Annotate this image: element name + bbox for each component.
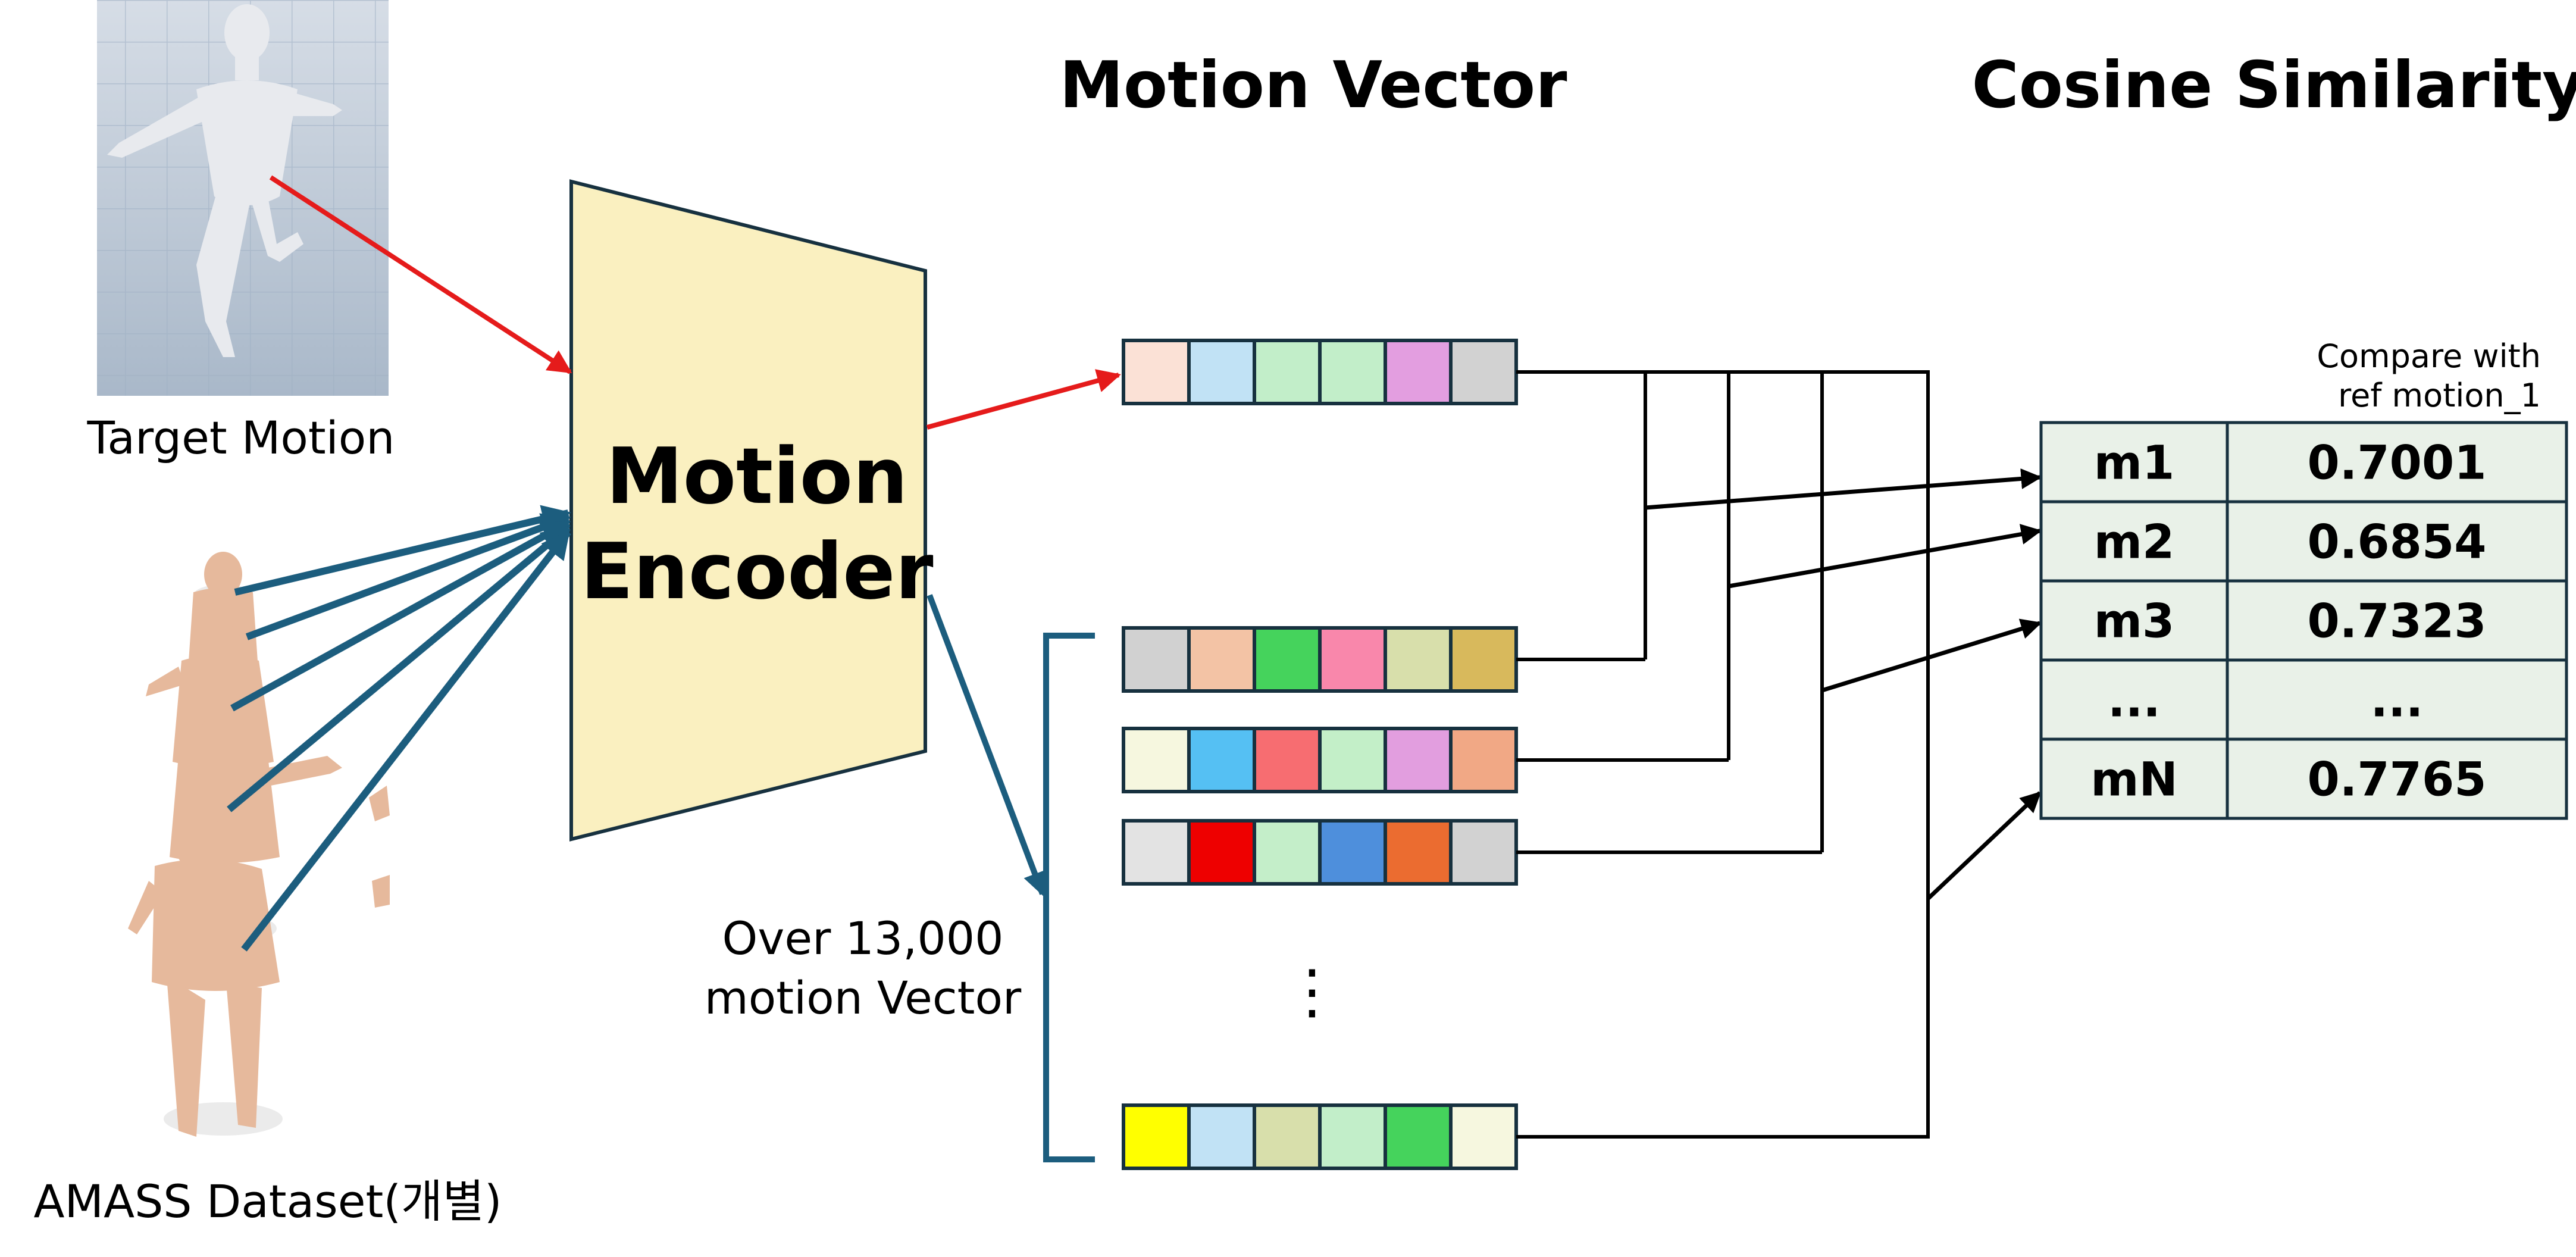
vector-ellipsis: ⋮ <box>1282 956 1342 1026</box>
similarity-row: m1 0.7001 <box>2039 421 2568 504</box>
similarity-value: 0.7323 <box>2308 595 2487 649</box>
cosine-similarity-title: Cosine Similarity <box>1971 48 2576 123</box>
motion-vector-3 <box>1122 819 1518 886</box>
similarity-name: m3 <box>2094 595 2175 649</box>
target-to-encoder-arrow <box>269 175 572 374</box>
vector-cell <box>1187 1103 1256 1170</box>
target-motion-image <box>97 0 389 396</box>
target-figure <box>107 4 342 357</box>
motion-vector-2 <box>1122 727 1518 793</box>
vector-cell <box>1384 339 1453 405</box>
similarity-name: ... <box>2108 674 2161 728</box>
similarity-value-cell <box>2226 737 2568 820</box>
compare-note-line1: Compare with <box>2317 337 2541 375</box>
similarity-value: ... <box>2371 674 2424 728</box>
over-label-line2: motion Vector <box>705 971 1022 1024</box>
vector-cell <box>1318 1103 1387 1170</box>
similarity-row: ...... <box>2039 658 2568 741</box>
similarity-row: mN 0.7765 <box>2039 737 2568 820</box>
vector-cell <box>1449 819 1518 886</box>
vector-cell <box>1122 1103 1191 1170</box>
similarity-row: m3 0.7323 <box>2039 579 2568 662</box>
similarity-value-cell <box>2226 579 2568 662</box>
vector-cell <box>1253 819 1322 886</box>
target-motion-label: Target Motion <box>87 411 395 464</box>
vector-cell <box>1253 626 1322 693</box>
similarity-table: m1 0.7001 m2 0.6854 m3 0.7323...... mN 0.7765 <box>2039 421 2568 820</box>
vector-cell <box>1187 727 1256 793</box>
vector-cell <box>1253 339 1322 405</box>
encoder-to-target-vector-arrow <box>926 369 1121 430</box>
motion-vector-title: Motion Vector <box>1059 48 1567 123</box>
vector-cell <box>1449 1103 1518 1170</box>
similarity-name: m1 <box>2094 437 2175 490</box>
similarity-name-cell <box>2039 658 2229 741</box>
vector-cell <box>1122 727 1191 793</box>
vector-cell <box>1122 819 1191 886</box>
vector-cell <box>1122 626 1191 693</box>
connector-lines <box>1516 370 1930 1139</box>
vector-cell <box>1449 339 1518 405</box>
motion-vector-4 <box>1122 1103 1518 1170</box>
dataset-image <box>128 552 390 1137</box>
vector-cell <box>1384 626 1453 693</box>
vector-cell <box>1187 626 1256 693</box>
similarity-name-cell <box>2039 421 2229 504</box>
encoder-label-line1: Motion <box>606 431 907 521</box>
vector-cell <box>1384 1103 1453 1170</box>
similarity-value-cell <box>2226 500 2568 583</box>
dataset-motion-vectors <box>1122 626 1518 1170</box>
compare-note-line2: ref motion_1 <box>2338 377 2541 414</box>
similarity-arrows <box>1645 468 2042 900</box>
vector-cell <box>1253 1103 1322 1170</box>
similarity-value-cell <box>2226 421 2568 504</box>
vector-cell <box>1318 727 1387 793</box>
motion-encoder-block <box>569 179 927 842</box>
vector-cell <box>1187 819 1256 886</box>
motion-vector-1 <box>1122 626 1518 693</box>
vector-cell <box>1253 727 1322 793</box>
similarity-name-cell <box>2039 737 2229 820</box>
motion-vector-target <box>1122 339 1518 405</box>
similarity-name: mN <box>2090 753 2178 807</box>
vector-cell <box>1318 339 1387 405</box>
target-motion-vector <box>1122 339 1518 405</box>
similarity-name: m2 <box>2094 516 2175 570</box>
similarity-row: m2 0.6854 <box>2039 500 2568 583</box>
vector-cell <box>1384 727 1453 793</box>
vector-cell <box>1318 626 1387 693</box>
similarity-value: 0.6854 <box>2308 516 2487 570</box>
vector-cell <box>1122 339 1191 405</box>
similarity-name-cell <box>2039 579 2229 662</box>
dataset-to-encoder-arrows <box>227 505 571 952</box>
vector-cell <box>1187 339 1256 405</box>
vector-cell <box>1449 626 1518 693</box>
similarity-value: 0.7001 <box>2308 437 2487 490</box>
vector-cell <box>1449 727 1518 793</box>
similarity-value: 0.7765 <box>2308 753 2487 807</box>
vector-cell <box>1318 819 1387 886</box>
vector-cell <box>1384 819 1453 886</box>
dataset-label: AMASS Dataset(개별) <box>34 1175 502 1228</box>
dataset-vectors-bracket <box>1043 633 1095 1162</box>
encoder-to-dataset-vectors-arrow <box>927 594 1046 896</box>
encoder-label-line2: Encoder <box>580 526 933 617</box>
over-label-line1: Over 13,000 <box>722 912 1004 965</box>
